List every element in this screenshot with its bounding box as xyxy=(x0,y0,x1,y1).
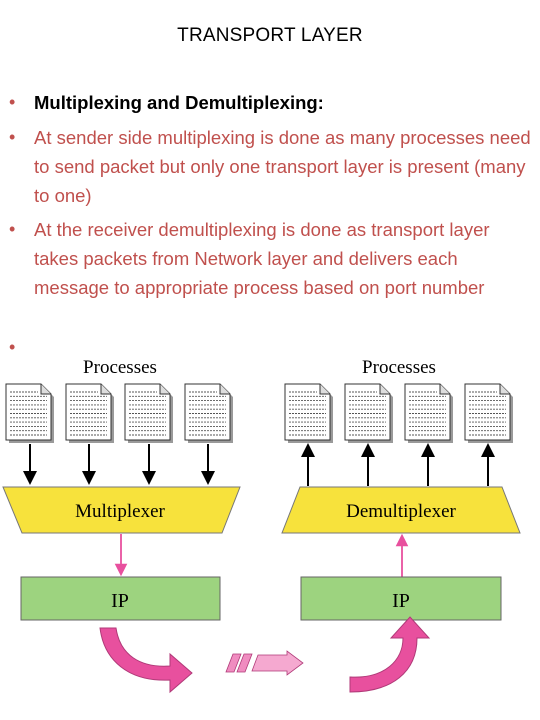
document-icon xyxy=(284,383,333,443)
left-processes-label: Processes xyxy=(83,357,157,378)
packet-stream-icon xyxy=(225,650,304,676)
left-ip-box xyxy=(20,576,221,621)
outgoing-curved-arrow-icon xyxy=(99,627,193,694)
bullet-text: At sender side multiplexing is done as m… xyxy=(34,127,531,206)
bullet-dot: • xyxy=(9,92,16,112)
document-icon xyxy=(464,383,513,443)
document-icon xyxy=(344,383,393,443)
document-icon xyxy=(184,383,233,443)
bullet-dot: • xyxy=(9,219,16,239)
multiplexer-label: Multiplexer xyxy=(75,501,165,522)
right-ip-label: IP xyxy=(392,590,410,612)
page-title: TRANSPORT LAYER xyxy=(177,25,363,46)
left-process-documents xyxy=(5,383,233,443)
left-ip-label: IP xyxy=(111,590,129,612)
bullet-text: Multiplexing and Demultiplexing: xyxy=(34,92,324,113)
right-ip-box xyxy=(300,576,502,621)
demultiplexer-box xyxy=(281,486,521,534)
right-processes-label: Processes xyxy=(362,357,436,378)
document-icon xyxy=(124,383,173,443)
bullet-dot: • xyxy=(9,127,16,147)
right-process-arrows xyxy=(301,443,495,486)
left-process-arrows xyxy=(23,444,215,485)
right-process-documents xyxy=(284,383,513,443)
document-icon xyxy=(5,383,54,443)
multiplexer-box xyxy=(2,486,241,534)
document-icon xyxy=(65,383,114,443)
demultiplexer-label: Demultiplexer xyxy=(346,501,456,522)
incoming-curved-arrow-icon xyxy=(349,616,431,693)
bullet-text: At the receiver demultiplexing is done a… xyxy=(34,219,490,298)
document-icon xyxy=(404,383,453,443)
bullet-dot: • xyxy=(9,337,16,357)
